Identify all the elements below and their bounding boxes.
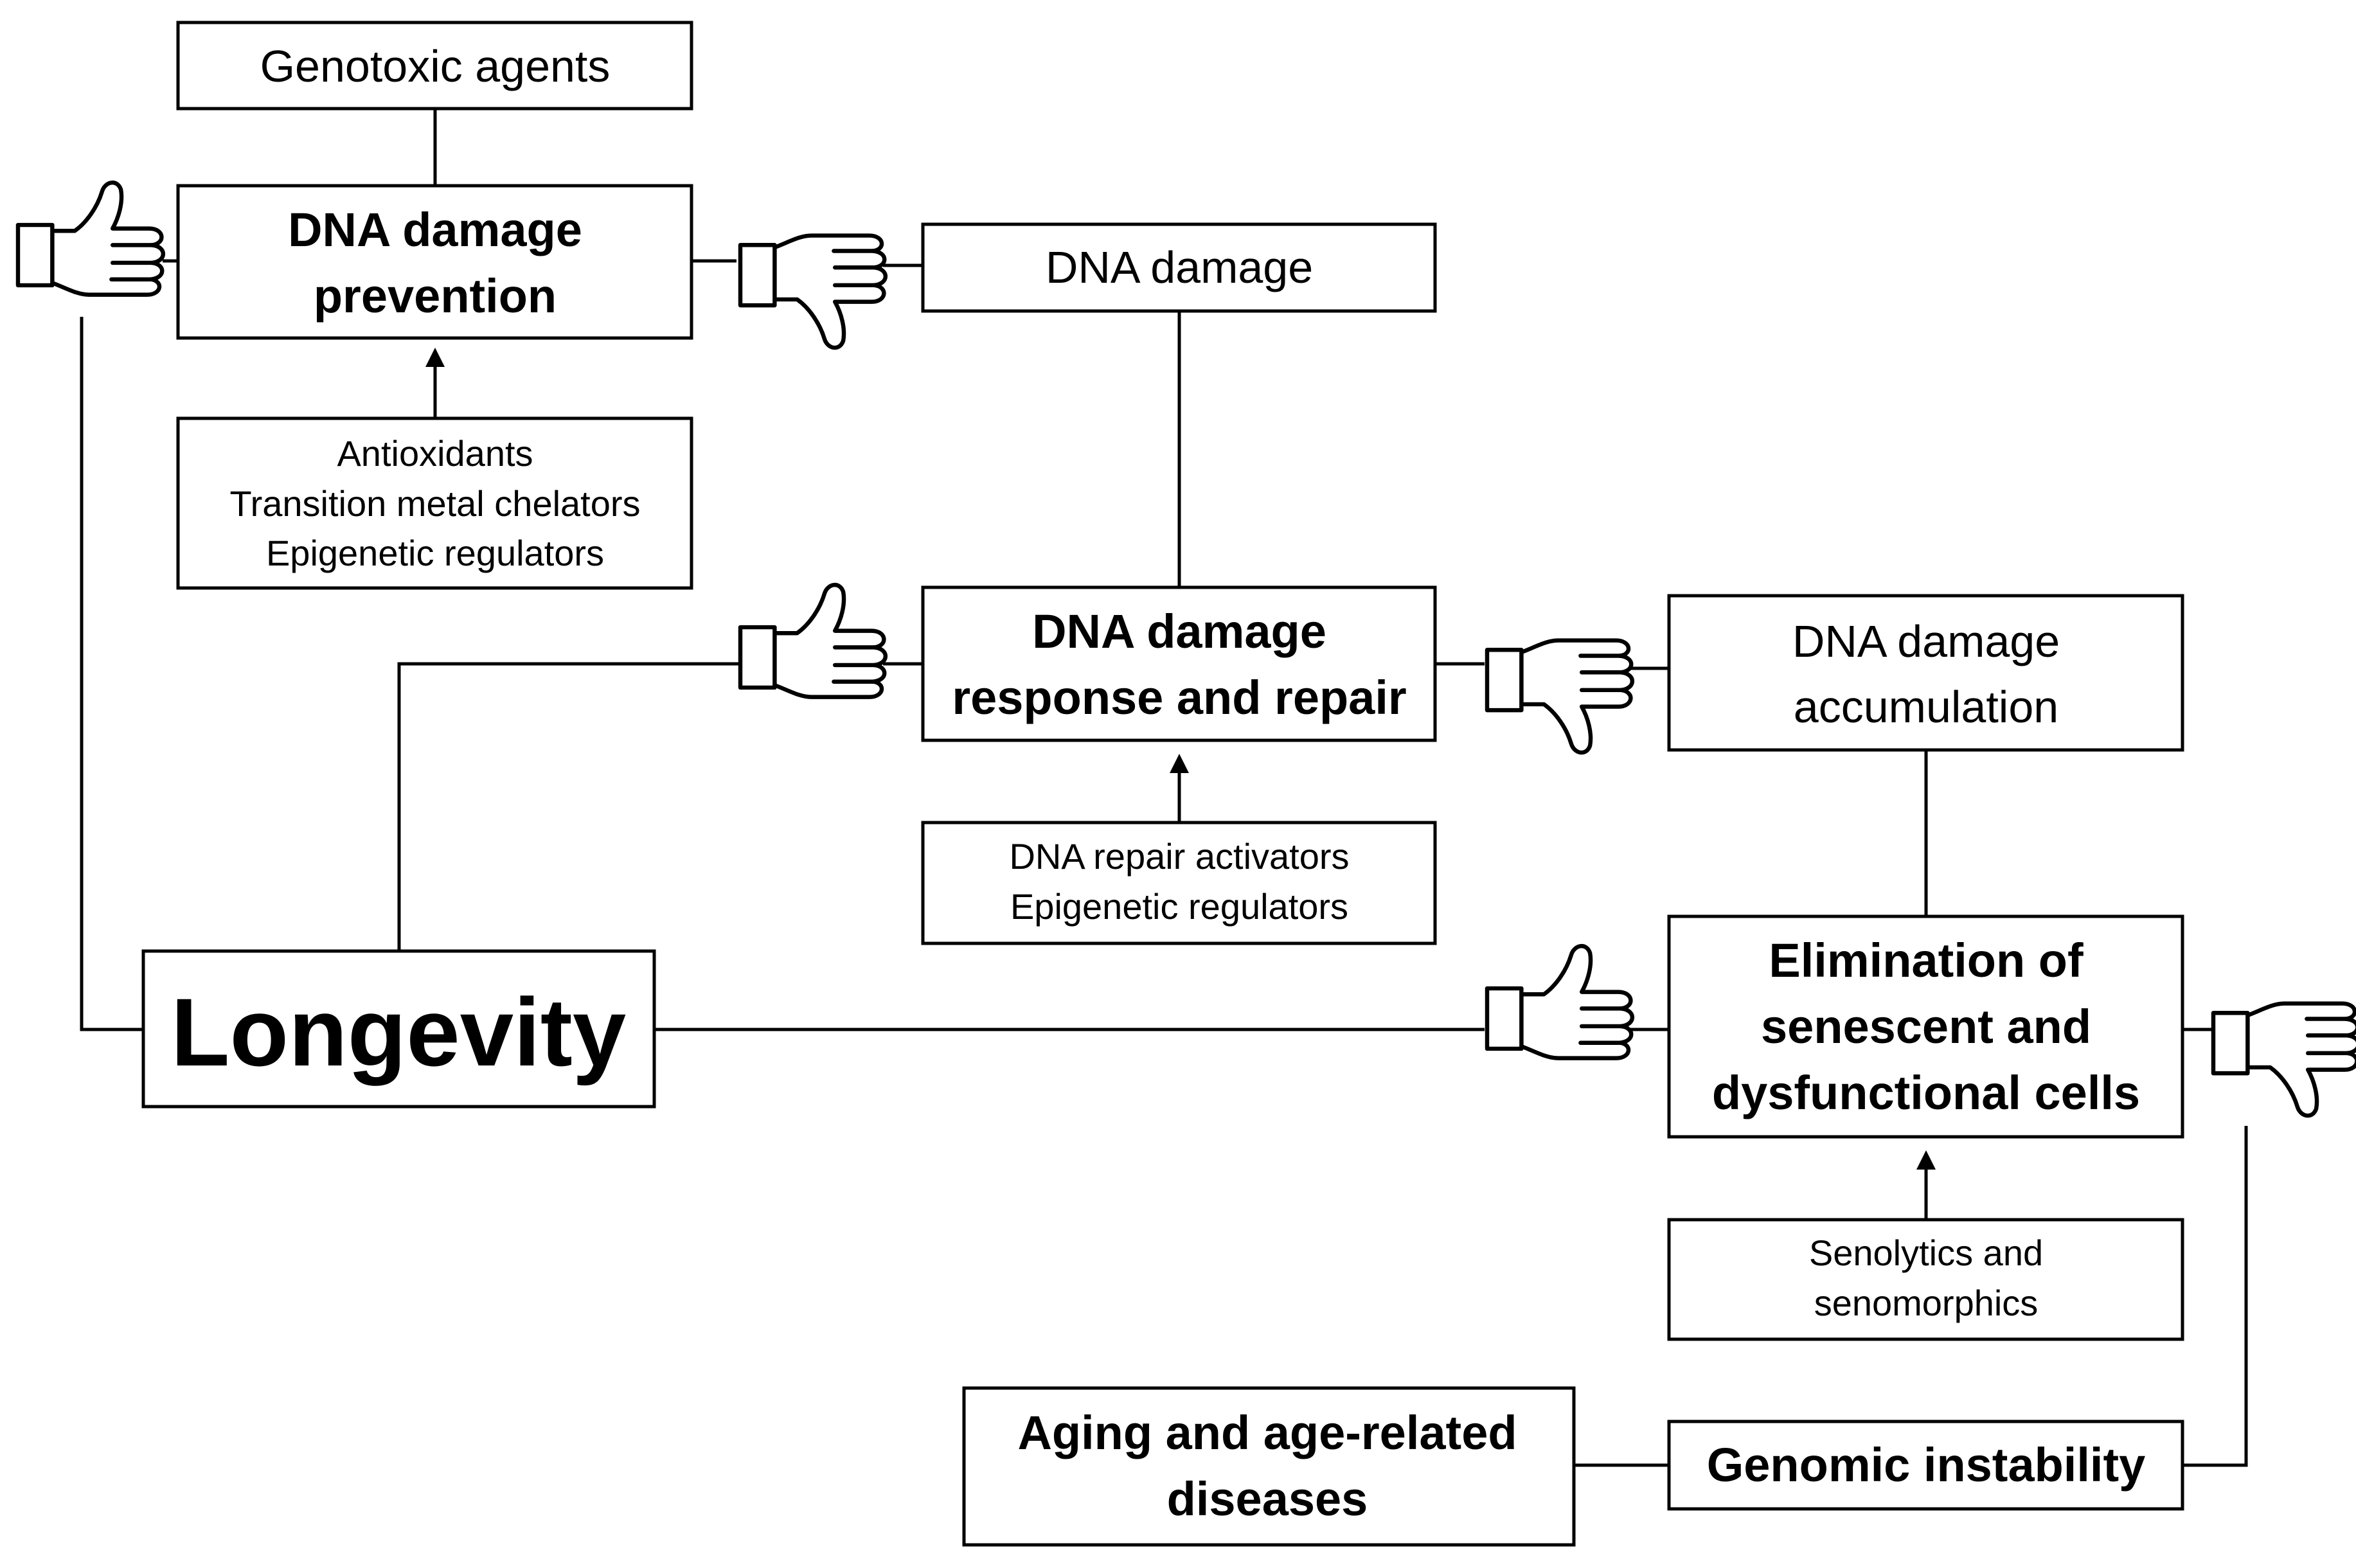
genotoxic-agents-box: Genotoxic agents — [176, 21, 693, 111]
genotoxic-agents-label: Genotoxic agents — [260, 41, 611, 91]
thumb-fingers — [1578, 1006, 1623, 1045]
senolytics-box: Senolytics and senomorphics — [1667, 1218, 2184, 1341]
thumb-cuff — [738, 243, 777, 308]
repair-agents-box: DNA repair activators Epigenetic regulat… — [921, 821, 1437, 945]
prevention-label-line2: prevention — [314, 269, 557, 323]
longevity-box: Longevity — [141, 949, 656, 1109]
agent-epigenetic-regulators: Epigenetic regulators — [266, 533, 604, 573]
thumb-fingers — [832, 645, 877, 684]
dna-damage-response-repair-box: DNA damage response and repair — [921, 585, 1437, 742]
dna-damage-accumulation-box: DNA damage accumulation — [1667, 594, 2184, 752]
accumulation-label-line2: accumulation — [1794, 682, 2058, 732]
thumb-icons — [15, 181, 2356, 1118]
connectors — [80, 107, 2248, 1467]
response-label-line1: DNA damage — [1032, 605, 1326, 658]
agent-epigenetic-regulators-2: Epigenetic regulators — [1010, 886, 1348, 927]
elimination-label-line2: senescent and — [1761, 1000, 2091, 1053]
senolytics-label-line1: Senolytics and — [1809, 1233, 2043, 1273]
dna-damage-box: DNA damage — [921, 222, 1437, 313]
dna-damage-prevention-box: DNA damage prevention — [176, 184, 693, 340]
elimination-senescent-cells-box: Elimination of senescent and dysfunction… — [1667, 914, 2184, 1139]
thumb-cuff — [1485, 648, 1524, 713]
accumulation-label-line1: DNA damage — [1792, 616, 2060, 666]
connector-thumbsdown-genomic — [2183, 1126, 2248, 1467]
aging-diseases-box: Aging and age-related diseases — [962, 1386, 1576, 1547]
connector-thumbsup-longevity — [80, 317, 143, 1031]
thumb-fingers — [2305, 1017, 2350, 1056]
longevity-label: Longevity — [171, 978, 626, 1086]
genomic-instability-label: Genomic instability — [1707, 1438, 2146, 1492]
thumb-fingers — [109, 243, 154, 281]
senolytics-label-line2: senomorphics — [1814, 1283, 2039, 1323]
elimination-label-line3: dysfunctional cells — [1712, 1066, 2140, 1119]
elimination-label-line1: Elimination of — [1769, 934, 2084, 987]
dna-damage-label: DNA damage — [1046, 242, 1313, 292]
thumb-fingers — [832, 249, 877, 288]
thumb-cuff — [15, 222, 55, 288]
aging-label-line1: Aging and age-related — [1017, 1406, 1517, 1459]
agent-dna-repair-activators: DNA repair activators — [1009, 836, 1349, 877]
genomic-instability-box: Genomic instability — [1667, 1420, 2184, 1511]
agent-antioxidants: Antioxidants — [337, 433, 533, 474]
thumb-fingers — [1578, 654, 1623, 693]
thumb-cuff — [1485, 986, 1524, 1051]
thumbs-down-icon-response — [1485, 638, 1634, 755]
thumbs-up-icon-response — [738, 583, 888, 699]
aging-label-line2: diseases — [1167, 1472, 1368, 1526]
prevention-label-line1: DNA damage — [288, 203, 582, 256]
thumb-cuff — [738, 625, 777, 690]
arrows — [425, 348, 1936, 1220]
thumbs-up-icon-prevention — [15, 181, 165, 297]
agent-metal-chelators: Transition metal chelators — [229, 483, 640, 524]
response-label-line2: response and repair — [952, 671, 1406, 724]
thumbs-down-icon-elimination — [2211, 1001, 2356, 1118]
thumb-cuff — [2211, 1011, 2250, 1076]
connector-longevity-response — [397, 662, 740, 951]
thumbs-down-icon-prevention — [738, 233, 888, 350]
thumbs-up-icon-elimination — [1485, 944, 1634, 1060]
prevention-agents-box: Antioxidants Transition metal chelators … — [176, 416, 693, 590]
